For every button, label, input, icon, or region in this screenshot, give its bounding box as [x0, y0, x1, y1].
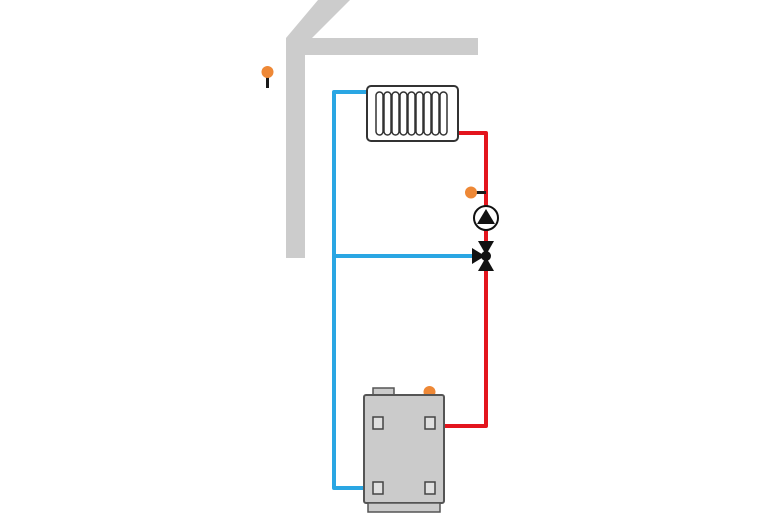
three-way-valve-icon	[472, 241, 494, 271]
return-pipe	[332, 90, 474, 490]
building-outline	[286, 0, 478, 258]
boiler-icon	[363, 387, 445, 513]
outdoor-sensor-icon	[261, 66, 274, 88]
circulation-pump-icon	[473, 205, 499, 231]
flow-sensor-icon	[465, 186, 486, 199]
supply-pipe	[432, 131, 488, 428]
radiator-icon	[366, 85, 459, 142]
